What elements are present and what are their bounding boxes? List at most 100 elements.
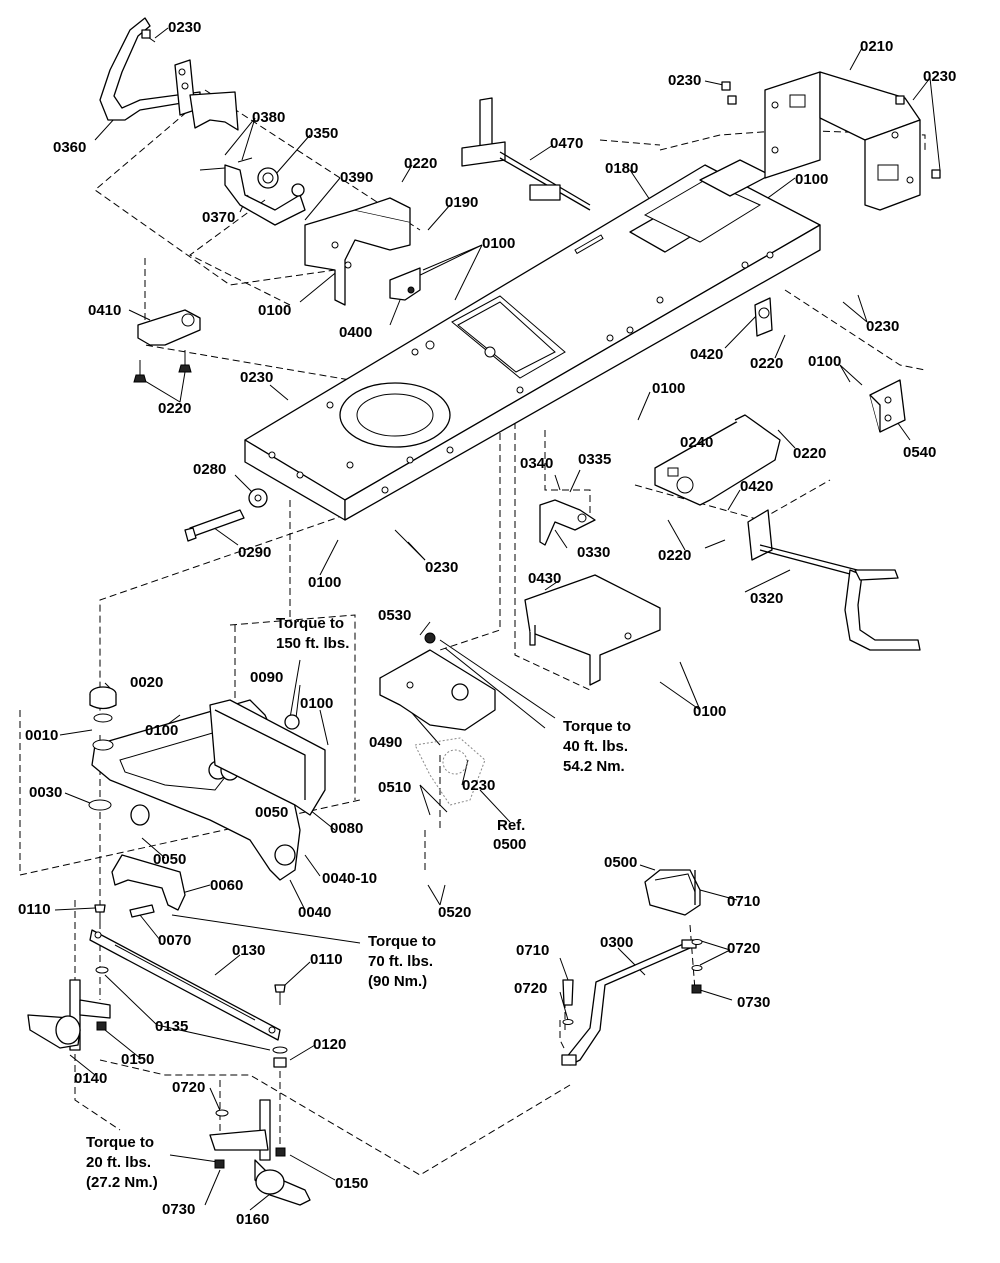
pivot-bracket-0370 xyxy=(199,157,306,226)
label-0050: 0050 xyxy=(255,804,288,821)
main-frame-0180 xyxy=(244,159,821,521)
label-0720: 0720 xyxy=(727,940,760,957)
torque-20-line-3: (27.2 Nm.) xyxy=(86,1174,158,1191)
label-0220: 0220 xyxy=(658,547,691,564)
label-0430: 0430 xyxy=(528,570,561,587)
label-0230: 0230 xyxy=(425,559,458,576)
torque-40-line-2: 40 ft. lbs. xyxy=(563,738,628,755)
bolt-0070 xyxy=(129,904,155,918)
label-0230: 0230 xyxy=(923,68,956,85)
bracket-0060 xyxy=(111,854,186,911)
hardware-0720-0730 xyxy=(691,939,703,994)
label-0070: 0070 xyxy=(158,932,191,949)
label-0510: 0510 xyxy=(378,779,411,796)
label-0220: 0220 xyxy=(793,445,826,462)
label-0240: 0240 xyxy=(680,434,713,451)
drag-link-0300 xyxy=(561,939,697,1066)
torque-20-line-1: Torque to xyxy=(86,1134,154,1151)
label-0350: 0350 xyxy=(305,125,338,142)
bolts-0230-dash xyxy=(721,81,941,179)
bolt-0230-a xyxy=(141,29,156,43)
label-0130: 0130 xyxy=(232,942,265,959)
label-0360: 0360 xyxy=(53,139,86,156)
label-0470: 0470 xyxy=(550,135,583,152)
label-0020: 0020 xyxy=(130,674,163,691)
lever-0320 xyxy=(747,509,921,651)
label-0100: 0100 xyxy=(482,235,515,252)
leader-lines xyxy=(54,27,941,1211)
label-0100: 0100 xyxy=(693,703,726,720)
bolt-0290-washer-0280 xyxy=(184,488,268,542)
label-0320: 0320 xyxy=(750,590,783,607)
bracket-0410 xyxy=(133,309,201,383)
label-0100: 0100 xyxy=(300,695,333,712)
bolt-0110-a xyxy=(94,904,106,925)
label-0060: 0060 xyxy=(210,877,243,894)
dash-panel-0210 xyxy=(764,71,921,211)
ref-0500-line-1: Ref. xyxy=(497,817,525,834)
label-0400: 0400 xyxy=(339,324,372,341)
nut-0120 xyxy=(272,1046,288,1068)
label-0100: 0100 xyxy=(258,302,291,319)
bracket-0240 xyxy=(654,414,781,506)
label-0100: 0100 xyxy=(308,574,341,591)
label-0710: 0710 xyxy=(727,893,760,910)
label-0010: 0010 xyxy=(25,727,58,744)
label-0090: 0090 xyxy=(250,669,283,686)
spindle-0160 xyxy=(209,1099,311,1206)
bolt-0710-b xyxy=(562,979,574,1025)
label-0720: 0720 xyxy=(172,1079,205,1096)
label-0100: 0100 xyxy=(652,380,685,397)
label-0300: 0300 xyxy=(600,934,633,951)
torque-150-line-2: 150 ft. lbs. xyxy=(276,635,349,652)
mount-0430 xyxy=(524,574,661,686)
label-0220: 0220 xyxy=(750,355,783,372)
label-0220: 0220 xyxy=(404,155,437,172)
label-0710: 0710 xyxy=(516,942,549,959)
label-0280: 0280 xyxy=(193,461,226,478)
spindle-0140 xyxy=(27,966,111,1051)
label-0120: 0120 xyxy=(313,1036,346,1053)
label-0420: 0420 xyxy=(690,346,723,363)
label-0390: 0390 xyxy=(340,169,373,186)
bracket-0420-a xyxy=(754,297,773,337)
label-0135: 0135 xyxy=(155,1018,188,1035)
torque-40-line-1: Torque to xyxy=(563,718,631,735)
bracket-0400 xyxy=(389,267,421,301)
bracket-0540 xyxy=(869,379,906,433)
label-0230: 0230 xyxy=(668,72,701,89)
label-0420: 0420 xyxy=(740,478,773,495)
label-0335: 0335 xyxy=(578,451,611,468)
label-0040: 0040 xyxy=(298,904,331,921)
label-0150: 0150 xyxy=(121,1051,154,1068)
label-0190: 0190 xyxy=(445,194,478,211)
label-0370: 0370 xyxy=(202,209,235,226)
torque-annotations: Torque to 150 ft. lbs. Torque to 40 ft. … xyxy=(86,615,631,1191)
bolt-0110-b xyxy=(274,984,286,1005)
label-0380: 0380 xyxy=(252,109,285,126)
label-0110: 0110 xyxy=(18,901,51,918)
label-0730: 0730 xyxy=(162,1201,195,1218)
label-0290: 0290 xyxy=(238,544,271,561)
label-0050: 0050 xyxy=(153,851,186,868)
label-0540: 0540 xyxy=(903,444,936,461)
label-0340: 0340 xyxy=(520,455,553,472)
label-0080: 0080 xyxy=(330,820,363,837)
label-0720: 0720 xyxy=(514,980,547,997)
ref-ghost-0500 xyxy=(414,737,486,806)
label-0100: 0100 xyxy=(808,353,841,370)
ref-0500-line-2: 0500 xyxy=(493,836,526,853)
torque-40-line-3: 54.2 Nm. xyxy=(563,758,625,775)
bracket-0190 xyxy=(304,197,411,306)
label-0230: 0230 xyxy=(240,369,273,386)
label-0230: 0230 xyxy=(866,318,899,335)
label-0230: 0230 xyxy=(168,19,201,36)
label-0100: 0100 xyxy=(145,722,178,739)
label-0150: 0150 xyxy=(335,1175,368,1192)
part-drawings xyxy=(27,17,941,1206)
label-0730: 0730 xyxy=(737,994,770,1011)
label-0500: 0500 xyxy=(604,854,637,871)
label-0140: 0140 xyxy=(74,1070,107,1087)
label-0160: 0160 xyxy=(236,1211,269,1228)
